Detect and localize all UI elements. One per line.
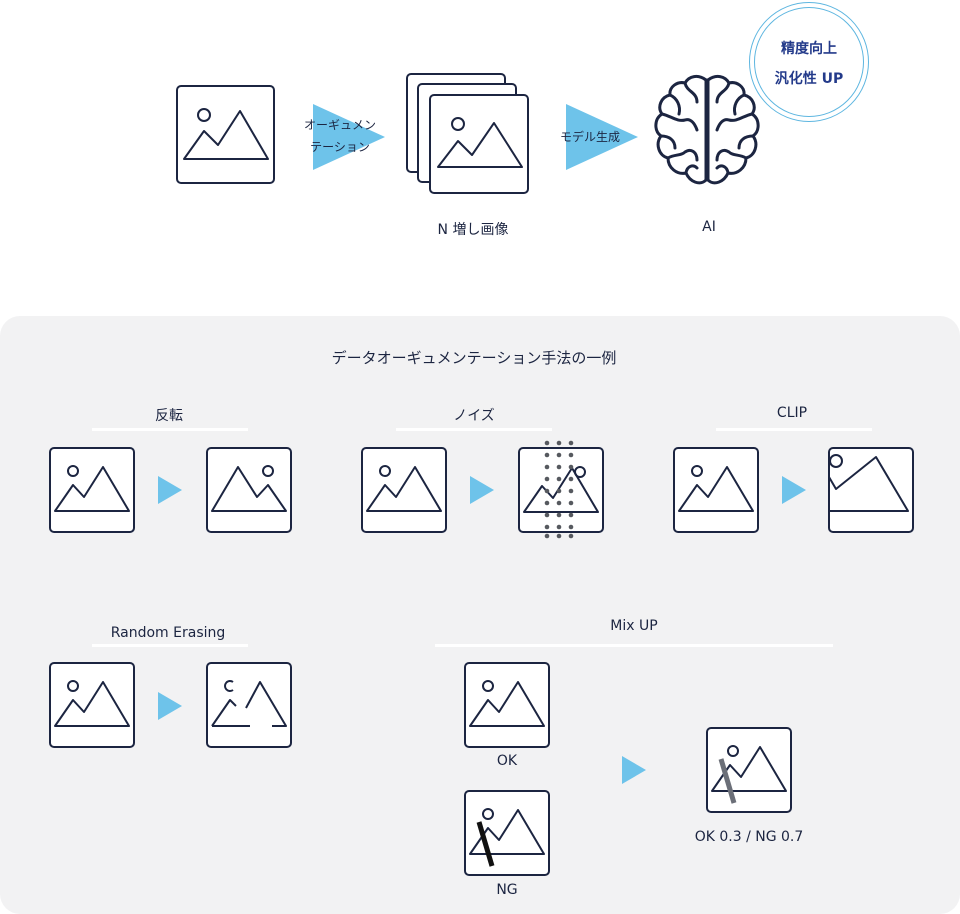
flip-label: 反転 (155, 408, 183, 424)
random-erasing-original-image-icon (49, 662, 135, 748)
mixup-ng-label: NG (496, 882, 518, 898)
flip-underline (92, 428, 248, 431)
noise-result-image-icon (518, 439, 604, 539)
mixup-result-label: OK 0.3 / NG 0.7 (694, 829, 804, 845)
augmented-images-label: N 増し画像 (437, 222, 509, 238)
noise-label: ノイズ (453, 408, 495, 424)
random-erasing-result-image-icon (206, 662, 292, 748)
ai-label: AI (702, 219, 716, 235)
clip-arrow-icon (782, 476, 806, 504)
clip-result-image-icon (828, 447, 914, 533)
mixup-ok-image-icon (464, 662, 550, 748)
original-image-icon (176, 85, 275, 184)
clip-underline (716, 428, 872, 431)
model-generation-label: モデル生成 (559, 130, 621, 144)
brain-icon (651, 74, 763, 190)
random-erasing-label: Random Erasing (110, 625, 226, 641)
random-erasing-underline (92, 644, 248, 647)
clip-label: CLIP (776, 405, 808, 421)
mixup-arrow-icon (622, 756, 646, 784)
examples-title: データオーギュメンテーション手法の一例 (331, 349, 617, 367)
augmentation-label-line2: テーション (310, 140, 370, 154)
noise-original-image-icon (361, 447, 447, 533)
random-erasing-arrow-icon (158, 692, 182, 720)
clip-original-image-icon (673, 447, 759, 533)
flip-result-image-icon (206, 447, 292, 533)
mixup-label: Mix UP (610, 618, 658, 634)
model-generation-arrow-icon (566, 104, 638, 170)
flip-arrow-icon (158, 476, 182, 504)
mixup-result-image-icon (706, 727, 792, 813)
improvement-badge (749, 2, 869, 122)
badge-line1: 精度向上 (781, 41, 837, 57)
augmentation-arrow-icon (313, 104, 385, 170)
badge-line2: 汎化性 UP (774, 71, 844, 87)
mixup-underline (435, 644, 833, 647)
mixup-ng-image-icon (464, 790, 550, 876)
mixup-ok-label: OK (496, 753, 518, 769)
augmentation-label-line1: オーギュメン (303, 118, 377, 132)
augmented-images-stack-icon (406, 73, 530, 196)
noise-underline (396, 428, 552, 431)
flip-original-image-icon (49, 447, 135, 533)
noise-arrow-icon (470, 476, 494, 504)
